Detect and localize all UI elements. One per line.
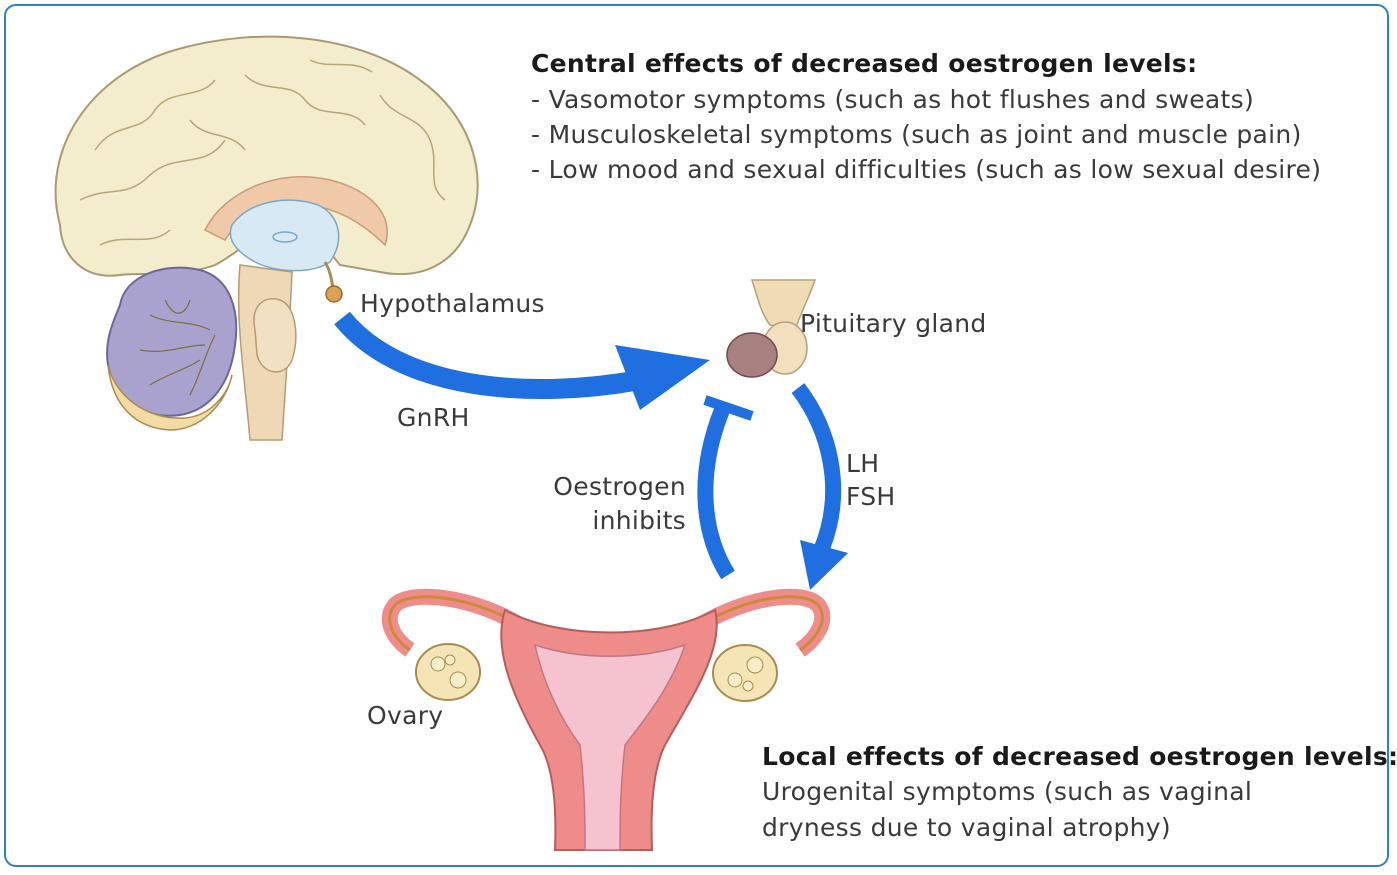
ovary-left <box>416 644 480 700</box>
brain-illustration <box>56 37 478 440</box>
central-effects-heading: Central effects of decreased oestrogen l… <box>531 46 1197 81</box>
central-effect-item: - Low mood and sexual difficulties (such… <box>531 152 1321 187</box>
fallopian-tube-right <box>700 597 822 650</box>
pituitary-anterior <box>727 333 777 377</box>
central-effect-item: - Musculoskeletal symptoms (such as join… <box>531 117 1302 152</box>
central-effect-item: - Vasomotor symptoms (such as hot flushe… <box>531 82 1254 117</box>
lh-label: LH <box>846 446 879 481</box>
lh-fsh-arrow-head <box>800 540 848 590</box>
thalamus <box>230 200 338 270</box>
local-effects-line: Urogenital symptoms (such as vaginal <box>762 774 1252 809</box>
fallopian-tube-left <box>390 597 520 650</box>
local-effects-line: dryness due to vaginal atrophy) <box>762 810 1171 845</box>
oestrogen-inhibition-arc <box>705 410 728 575</box>
uterus-illustration <box>390 597 823 850</box>
oestrogen-label: Oestrogen <box>520 469 686 504</box>
inhibits-label: inhibits <box>520 503 686 538</box>
gnrh-arrow <box>342 318 640 389</box>
cerebellum <box>107 268 236 416</box>
gnrh-arrow-head <box>615 345 710 410</box>
local-effects-heading: Local effects of decreased oestrogen lev… <box>762 739 1397 774</box>
hypothalamus-body <box>326 286 342 302</box>
hypothalamus-label: Hypothalamus <box>360 286 545 321</box>
ovary-label: Ovary <box>367 698 443 733</box>
lh-fsh-arrow <box>798 388 833 548</box>
gnrh-label: GnRH <box>397 400 470 435</box>
pons <box>254 299 296 372</box>
pituitary-label: Pituitary gland <box>800 306 987 341</box>
ovary-right <box>713 645 777 701</box>
fsh-label: FSH <box>846 479 896 514</box>
